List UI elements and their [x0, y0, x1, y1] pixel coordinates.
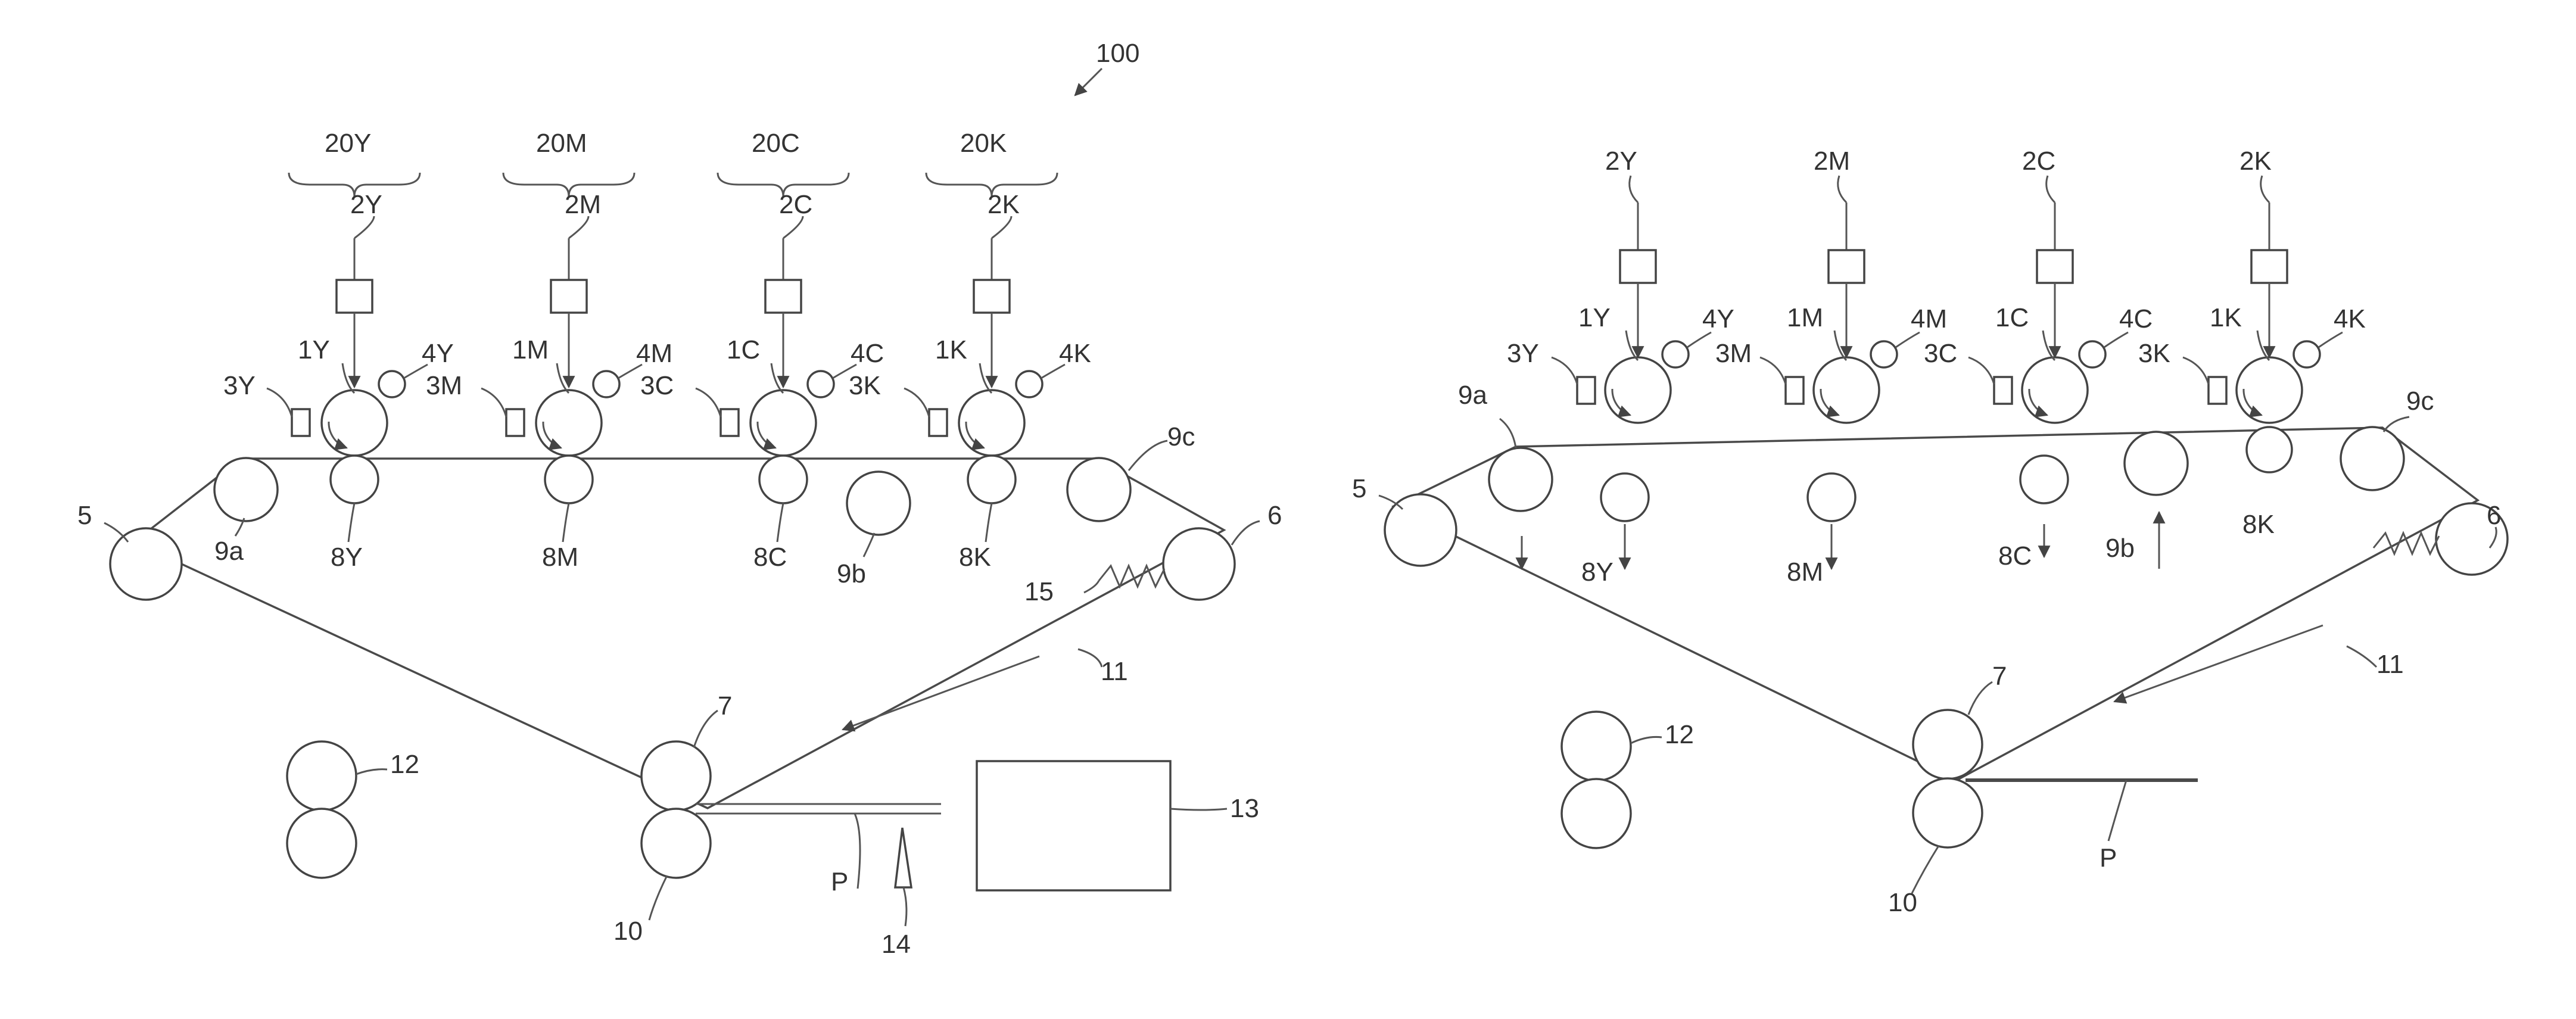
- right-drum-m-label: 1M: [1787, 303, 1823, 332]
- right-belt-label: 11: [2376, 650, 2404, 679]
- left-drum-m-label: 1M: [512, 335, 549, 364]
- left-exposure-k-label: 2K: [988, 190, 1020, 219]
- figure-label: 100: [1096, 39, 1139, 68]
- right-roller-9b: [2125, 432, 2188, 495]
- right-charger-m-label: 3M: [1715, 339, 1752, 368]
- right-drum-k-label: 1K: [2210, 303, 2242, 332]
- right-roller-12-lower: [1562, 779, 1631, 848]
- left-charger-y-label: 3Y: [223, 371, 256, 400]
- right-roller-9a: [1489, 448, 1552, 511]
- right-cleaner-m-label: 4M: [1911, 304, 1947, 334]
- right-roller-9c: [2341, 427, 2404, 490]
- right-roller-9c-label: 9c: [2406, 387, 2434, 416]
- right-exposure-y-label: 2Y: [1605, 147, 1637, 176]
- left-roller-6-label: 6: [1267, 501, 1282, 530]
- right-roller-12-upper: [1562, 712, 1631, 781]
- right-sheet-label: P: [2100, 843, 2117, 872]
- figure-label-group: 100: [1075, 39, 1139, 95]
- left-spring-label: 15: [1024, 577, 1054, 606]
- left-unit-y-label: 20Y: [325, 129, 371, 158]
- left-roller-9c-label: 9c: [1167, 422, 1195, 451]
- left-unit-c-label: 20C: [752, 129, 800, 158]
- right-diagram: 2Y 2M 2C 2K 1Y 1M 1C 1K 4Y 4M 4C 4K 3Y 3…: [1352, 147, 2508, 917]
- left-sensor-14: [895, 828, 911, 887]
- left-transfer-m-label: 8M: [542, 543, 578, 572]
- left-transfer-k-label: 8K: [959, 543, 991, 572]
- right-charger-k-label: 3K: [2138, 339, 2170, 368]
- left-transfer-c-label: 8C: [753, 543, 787, 572]
- right-station-y: [1577, 202, 1689, 521]
- left-roller-10: [641, 809, 711, 878]
- right-drum-c-label: 1C: [1995, 303, 2029, 332]
- left-roller-12-upper: [287, 741, 356, 811]
- right-cleaner-y-label: 4Y: [1702, 304, 1734, 334]
- left-drum-y-label: 1Y: [298, 335, 330, 364]
- left-charger-k-label: 3K: [849, 371, 881, 400]
- right-roller-12-label: 12: [1665, 720, 1694, 749]
- right-roller-10: [1913, 778, 1982, 847]
- left-transfer-y-label: 8Y: [331, 543, 363, 572]
- left-cleaner-k-label: 4K: [1059, 339, 1091, 368]
- left-roller-5-label: 5: [77, 501, 92, 530]
- left-roller-5: [110, 528, 182, 600]
- left-roller-9c: [1067, 458, 1130, 521]
- left-unit-k-label: 20K: [960, 129, 1007, 158]
- right-charger-c-label: 3C: [1924, 339, 1957, 368]
- right-roller-6-label: 6: [2487, 501, 2501, 530]
- right-transfer-c-label: 8C: [1998, 541, 2032, 571]
- left-cleaner-m-label: 4M: [636, 339, 672, 368]
- left-charger-c-label: 3C: [640, 371, 674, 400]
- left-exposure-m-label: 2M: [565, 190, 601, 219]
- left-cleaner-c-label: 4C: [851, 339, 884, 368]
- right-cleaner-k-label: 4K: [2334, 304, 2366, 334]
- left-sheet-p: [696, 804, 941, 814]
- right-exposure-m-label: 2M: [1814, 147, 1850, 176]
- left-roller-10-label: 10: [613, 917, 643, 946]
- left-roller-9a: [214, 458, 278, 521]
- left-cleaner-y-label: 4Y: [422, 339, 454, 368]
- left-roller-12-lower: [287, 809, 356, 878]
- left-spring-15: [1099, 566, 1164, 587]
- right-roller-9a-label: 9a: [1458, 381, 1487, 410]
- right-roller-9b-label: 9b: [2105, 534, 2135, 563]
- right-charger-y-label: 3Y: [1507, 339, 1539, 368]
- right-station-m: [1786, 202, 1897, 521]
- left-roller-9a-label: 9a: [214, 537, 244, 566]
- left-roller-9b: [847, 472, 910, 535]
- right-roller-7-label: 7: [1992, 662, 2007, 691]
- right-roller-5-label: 5: [1352, 474, 1366, 503]
- right-transfer-k-label: 8K: [2242, 510, 2275, 539]
- right-cleaner-c-label: 4C: [2119, 304, 2153, 334]
- left-sheet-label: P: [831, 867, 848, 896]
- left-box-13: [977, 761, 1170, 890]
- left-belt-label: 11: [1101, 657, 1128, 686]
- left-drum-k-label: 1K: [935, 335, 967, 364]
- left-charger-m-label: 3M: [426, 371, 462, 400]
- left-roller-12-label: 12: [390, 750, 419, 779]
- left-exposure-c-label: 2C: [779, 190, 812, 219]
- left-roller-9b-label: 9b: [837, 559, 866, 588]
- right-exposure-k-label: 2K: [2239, 147, 2272, 176]
- left-roller-7: [641, 741, 711, 811]
- right-roller-5: [1385, 494, 1456, 566]
- left-diagram: 20Y 20M 20C 20K 2Y 2M 2C 2K 1Y 1M 1C 1K …: [77, 129, 1282, 959]
- right-transfer-m-label: 8M: [1787, 557, 1823, 587]
- left-unit-m-label: 20M: [536, 129, 587, 158]
- right-exposure-c-label: 2C: [2022, 147, 2055, 176]
- right-roller-10-label: 10: [1888, 888, 1917, 917]
- left-exposure-y-label: 2Y: [350, 190, 382, 219]
- right-roller-7: [1913, 710, 1982, 779]
- left-roller-6: [1163, 528, 1235, 600]
- right-drum-y-label: 1Y: [1578, 303, 1611, 332]
- right-belt-direction-arrow: [2114, 625, 2323, 702]
- left-roller-7-label: 7: [718, 691, 732, 721]
- right-transfer-y-label: 8Y: [1581, 557, 1613, 587]
- left-drum-c-label: 1C: [727, 335, 760, 364]
- left-box-label: 13: [1230, 794, 1259, 823]
- left-sensor-label: 14: [881, 930, 911, 959]
- left-belt-direction-arrow: [843, 656, 1039, 730]
